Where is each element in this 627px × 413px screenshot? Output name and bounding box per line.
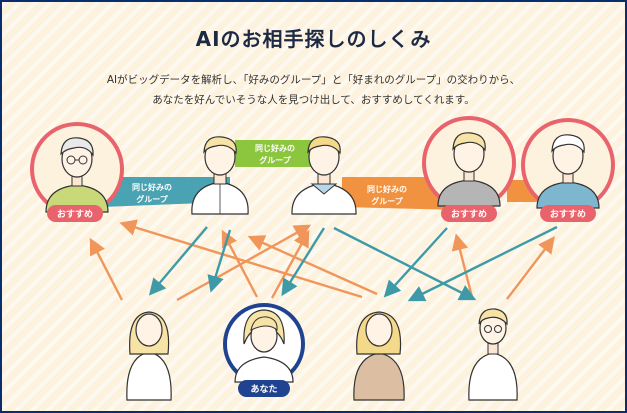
arrow-orange <box>506 236 555 300</box>
you-person <box>223 303 305 385</box>
group-label-left-1: 同じ好みの <box>132 182 172 192</box>
recommend-badge-2-label: おすすめ <box>451 209 487 220</box>
arrow-teal <box>407 225 558 302</box>
group-label-left-2: グループ <box>136 194 169 204</box>
person-same-preference-2 <box>291 136 357 215</box>
recommend-badge-2 <box>441 205 497 222</box>
recommend-badge-3 <box>540 205 596 222</box>
person-same-preference-1 <box>191 136 249 215</box>
arrow-orange <box>119 219 363 299</box>
recommended-person-3 <box>521 118 615 212</box>
group-label-top-1: 同じ好みの <box>255 143 295 153</box>
subtitle-line-2: あなたを好んでいそうな人を見つけ出して、おすすめしてくれます。 <box>152 94 475 106</box>
arrow-orange <box>221 229 259 298</box>
group-label-right-1: 同じ好みの <box>367 184 407 194</box>
arrow-teal <box>281 227 326 297</box>
arrow-teal <box>207 229 232 293</box>
same-preference-band-top <box>235 140 322 167</box>
arrow-orange <box>270 229 310 299</box>
recommended-person-1 <box>30 122 124 216</box>
arrow-teal <box>383 227 448 298</box>
arrow-teal <box>148 226 208 296</box>
recommend-badge-1 <box>47 205 103 222</box>
you-badge <box>238 380 290 397</box>
bottom-person-1 <box>126 311 172 401</box>
group-label-top-2: グループ <box>259 155 292 165</box>
subtitle-line-1: AIがビッグデータを解析し、「好みのグループ」と「好まれのグループ」の交わりから… <box>106 74 521 86</box>
group-label-right-2: グループ <box>371 196 404 206</box>
arrow-orange <box>89 237 124 301</box>
arrow-orange <box>451 233 474 298</box>
preference-arrows <box>89 219 558 302</box>
arrow-teal <box>333 226 477 301</box>
page-title: AIのお相手探しのしくみ <box>195 27 432 51</box>
arrow-orange <box>247 235 378 296</box>
recommended-person-2 <box>422 116 516 210</box>
you-badge-label: あなた <box>250 384 277 395</box>
recommend-badge-3-label: おすすめ <box>550 209 586 220</box>
recommend-badge-1-label: おすすめ <box>57 209 93 220</box>
arrow-orange <box>176 224 312 302</box>
bottom-person-3 <box>353 311 405 401</box>
bottom-person-4 <box>468 308 518 401</box>
